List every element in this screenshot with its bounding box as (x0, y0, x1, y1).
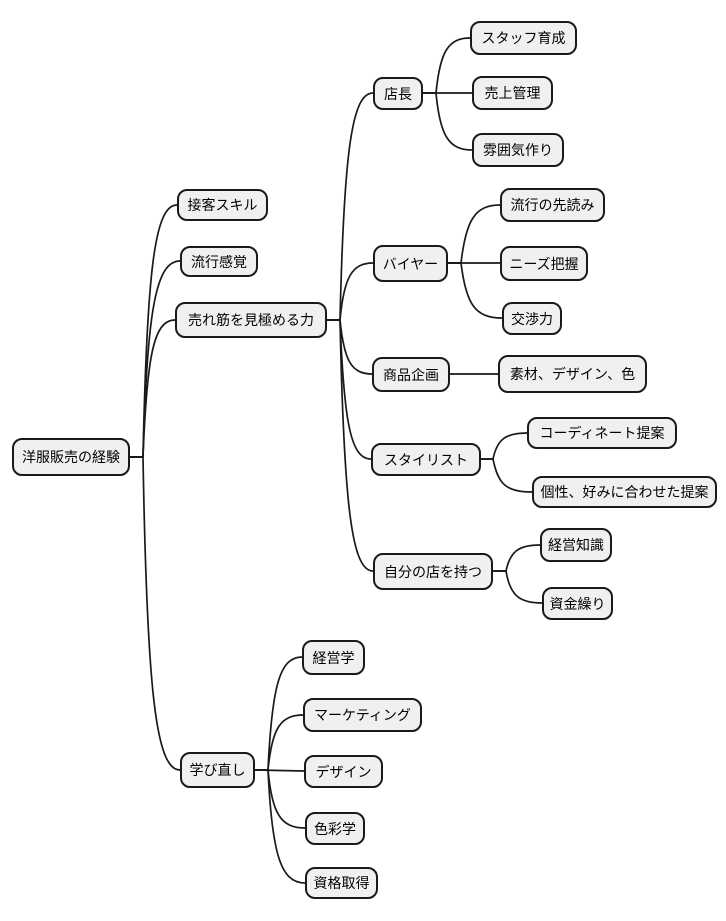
node-needs-grasp: ニーズ把握 (500, 246, 588, 281)
node-stylist: スタイリスト (371, 443, 481, 476)
edge-own-store-to-cash-flow (492, 570, 543, 604)
node-staff-training: スタッフ育成 (470, 21, 577, 55)
edge-root-to-customer-service (129, 204, 178, 458)
edge-buyer-to-trend-forecasting (447, 204, 501, 264)
node-buyer: バイヤー (373, 245, 448, 282)
node-negotiation-skill: 交渉力 (502, 302, 562, 335)
node-cash-flow: 資金繰り (542, 587, 613, 620)
edge-relearning-to-marketing (254, 714, 304, 771)
edge-bestsellers-to-stylist (326, 319, 372, 460)
edge-buyer-to-negotiation (447, 262, 503, 319)
node-material-design-color: 素材、デザイン、色 (498, 355, 647, 393)
node-clothing-sales-experience: 洋服販売の経験 (12, 438, 130, 476)
node-identify-bestsellers: 売れ筋を見極める力 (175, 302, 327, 338)
node-fashion-sense: 流行感覚 (180, 246, 258, 277)
edge-own-store-to-management-knowledge (492, 544, 541, 572)
node-marketing: マーケティング (303, 698, 422, 732)
edge-bestsellers-to-buyer (326, 262, 374, 321)
edge-relearning-to-business-admin (254, 656, 303, 771)
node-qualification-acquisition: 資格取得 (305, 867, 378, 899)
edge-root-to-identify-bestsellers (129, 319, 176, 458)
node-business-administration: 経営学 (302, 640, 365, 675)
node-management-knowledge: 経営知識 (540, 528, 612, 562)
edge-stylist-to-personalized (480, 458, 533, 493)
node-own-store: 自分の店を持つ (373, 553, 493, 590)
node-relearning: 学び直し (180, 752, 255, 788)
edge-bestsellers-to-own-store (326, 319, 374, 572)
node-store-manager: 店長 (373, 77, 423, 110)
edge-stylist-to-coordinate (480, 432, 528, 460)
edge-bestsellers-to-product-planning (326, 319, 373, 375)
node-atmosphere-making: 雰囲気作り (472, 133, 564, 167)
edge-store-manager-to-atmosphere (422, 92, 473, 151)
node-design: デザイン (304, 755, 383, 788)
edge-root-to-fashion-sense (129, 260, 181, 458)
edge-bestsellers-to-store-manager (326, 92, 374, 321)
node-customer-service-skills: 接客スキル (177, 189, 268, 221)
node-sales-management: 売上管理 (472, 76, 553, 110)
edge-store-manager-to-staff-training (422, 37, 471, 94)
edge-root-to-relearning (129, 456, 181, 771)
node-product-planning: 商品企画 (372, 357, 450, 392)
node-color-science: 色彩学 (305, 812, 365, 845)
node-coordinate-proposal: コーディネート提案 (527, 417, 677, 449)
node-personalized-proposal: 個性、好みに合わせた提案 (532, 476, 717, 508)
edge-relearning-to-qualification (254, 769, 306, 884)
edge-relearning-to-color-science (254, 769, 306, 829)
node-trend-forecasting: 流行の先読み (500, 188, 605, 222)
